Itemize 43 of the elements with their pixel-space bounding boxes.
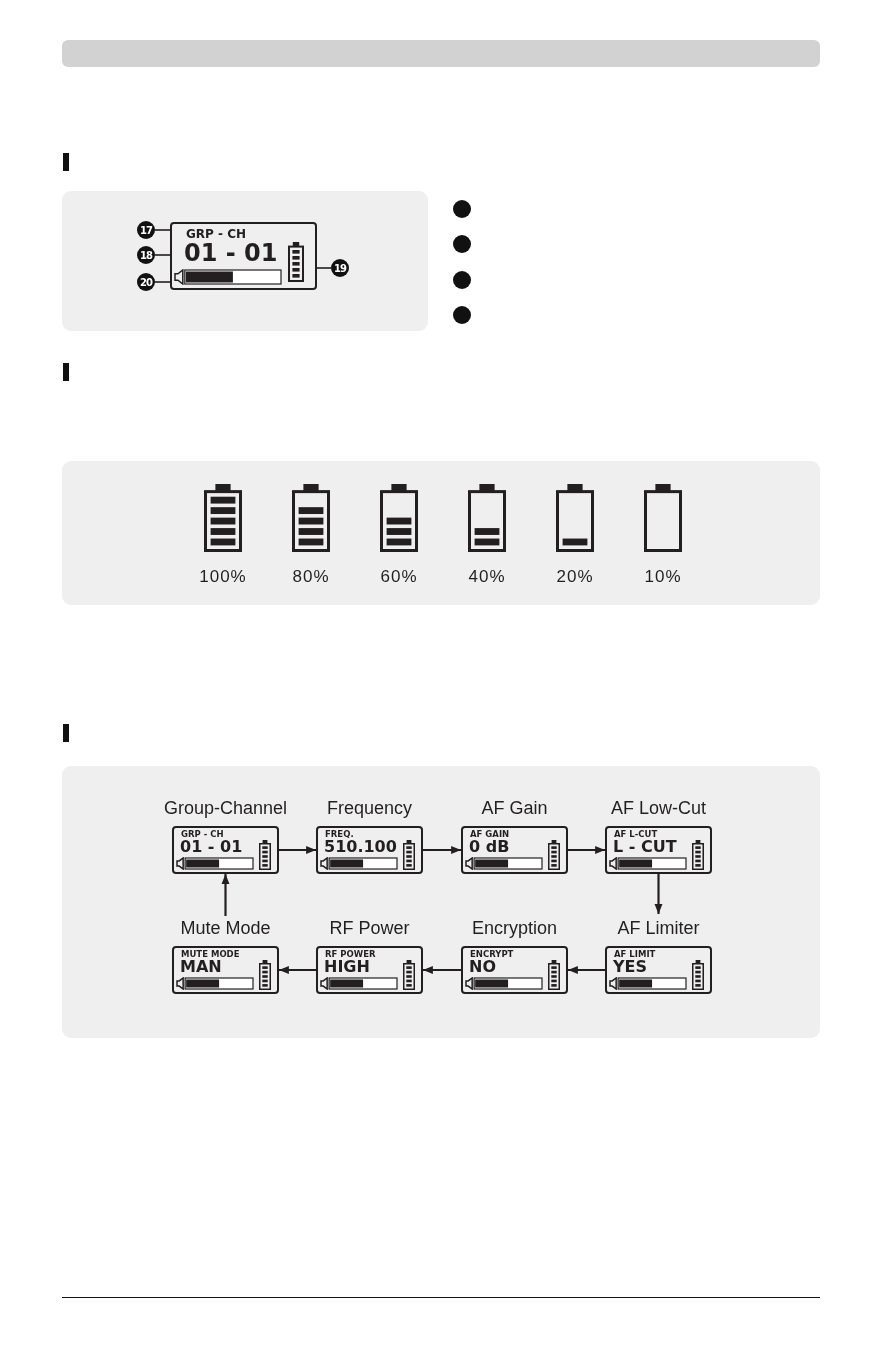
display-value: NO [469, 957, 496, 976]
screen-title: Frequency [325, 798, 413, 819]
arrow [654, 874, 663, 914]
screen-title: Group-Channel [162, 798, 289, 819]
display-value: 510.100 [324, 837, 397, 856]
battery-level-label: 10% [643, 567, 683, 587]
level-meter-icon [174, 269, 282, 285]
screen-title: Encryption [470, 918, 558, 939]
screen-title: RF Power [328, 918, 411, 939]
battery-icon [288, 242, 304, 282]
display-label: ENCRYPT [470, 949, 514, 959]
display-value: 0 dB [469, 837, 510, 856]
screen-title: AF Limiter [616, 918, 701, 939]
arrow [423, 846, 461, 854]
arrow [279, 846, 316, 854]
display-label: MUTE MODE [181, 949, 240, 959]
arrow [568, 966, 605, 974]
screen-title: Mute Mode [179, 918, 272, 939]
display-value: HIGH [324, 957, 370, 976]
arrow [423, 966, 461, 974]
display-label: GRP - CH [186, 227, 247, 241]
display-label: AF GAIN [470, 829, 510, 839]
display-value: YES [613, 957, 648, 976]
battery-level-label: 60% [379, 567, 419, 587]
battery-level-label: 80% [291, 567, 331, 587]
display-label: FREQ. [325, 829, 354, 839]
battery-level-label: 100% [198, 567, 248, 587]
arrow [221, 874, 230, 916]
display-value: L - CUT [613, 837, 677, 856]
display-label: RF POWER [325, 949, 376, 959]
battery-level-label: 40% [467, 567, 507, 587]
display-value: 01 - 01 [180, 837, 243, 856]
display-label: AF LIMIT [614, 949, 656, 959]
lcd-screen [170, 222, 317, 290]
display-value: MAN [180, 957, 222, 976]
display-value: 01 - 01 [184, 239, 278, 267]
display-label: AF L-CUT [614, 829, 658, 839]
arrow [568, 846, 605, 854]
battery-level-label: 20% [555, 567, 595, 587]
arrow [279, 966, 316, 974]
screen-title: AF Low-Cut [610, 798, 707, 819]
screen-title: AF Gain [480, 798, 549, 819]
display-label: GRP - CH [181, 829, 224, 839]
